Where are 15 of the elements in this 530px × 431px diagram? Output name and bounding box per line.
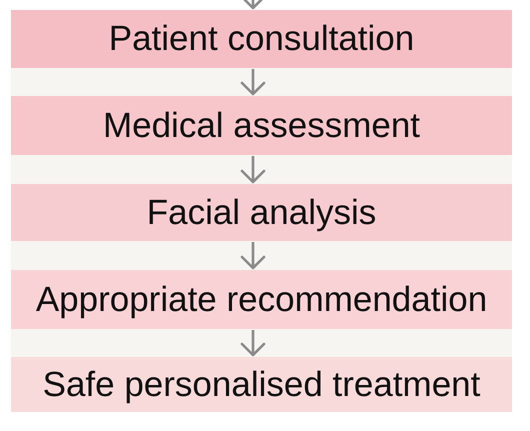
process-band <box>11 270 512 329</box>
process-band <box>11 184 512 241</box>
step-label: Medical assessment <box>102 106 420 146</box>
step-label: Patient consultation <box>108 19 414 59</box>
arrow <box>240 69 266 96</box>
arrow <box>240 330 266 356</box>
arrow <box>240 156 266 184</box>
arrow <box>240 0 266 10</box>
process-band <box>11 357 512 412</box>
arrow <box>240 242 266 270</box>
process-band <box>11 10 512 68</box>
step-label: Safe personalised treatment <box>42 364 480 404</box>
process-band <box>11 96 512 155</box>
step-label: Facial analysis <box>146 192 376 232</box>
step-label: Appropriate recommendation <box>36 280 488 320</box>
